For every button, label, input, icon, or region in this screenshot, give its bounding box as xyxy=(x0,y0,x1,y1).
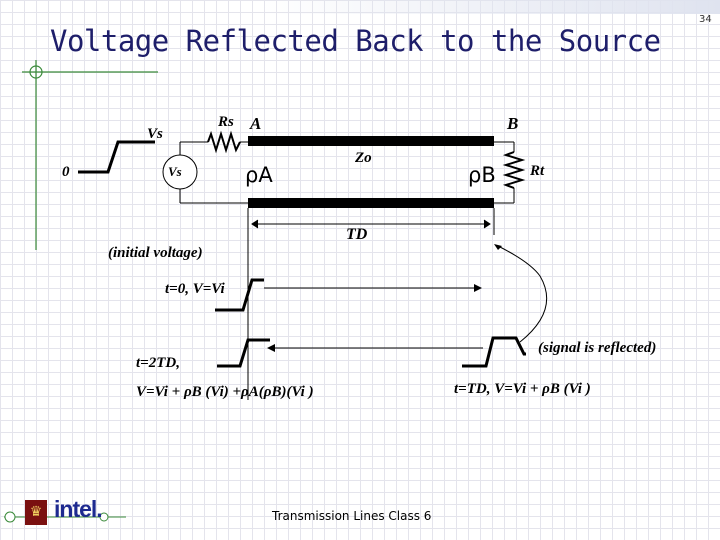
rho-b-label: ρB xyxy=(468,163,496,187)
crest-logo-icon: ♛ xyxy=(25,500,47,525)
transmission-line-top xyxy=(248,136,494,146)
step-source-symbol xyxy=(78,140,155,174)
rt-resistor-symbol xyxy=(502,151,526,189)
v2td-formula: V=Vi + ρB (Vi) +ρA(ρB)(Vi ) xyxy=(136,384,314,400)
voltage-source-circle xyxy=(162,154,198,190)
rt-label: Rt xyxy=(530,163,545,179)
waveform-ttd xyxy=(462,244,548,368)
title-accent-lines xyxy=(22,60,158,250)
footer-text: Transmission Lines Class 6 xyxy=(272,509,432,523)
ttd-formula: t=TD, V=Vi + ρB (Vi ) xyxy=(454,381,591,397)
node-b-label: B xyxy=(507,114,519,133)
circuit-wires xyxy=(179,141,515,204)
waveform-t2td xyxy=(217,338,483,368)
slide-title: Voltage Reflected Back to the Source xyxy=(50,24,661,58)
slide-number: 34 xyxy=(699,14,712,25)
t0-label: t=0, V=Vi xyxy=(165,281,225,297)
td-label: TD xyxy=(346,226,368,243)
node-a-label: A xyxy=(250,114,262,133)
signal-reflected-label: (signal is reflected) xyxy=(538,340,657,356)
rho-a-label: ρA xyxy=(245,163,273,187)
td-dimension-marker xyxy=(247,208,495,400)
zo-label: Zo xyxy=(355,150,372,166)
zero-level-label: 0 xyxy=(62,164,70,180)
intel-logo: intel. xyxy=(54,496,103,522)
initial-voltage-label: (initial voltage) xyxy=(108,245,203,261)
transmission-line-bottom xyxy=(248,198,494,208)
rs-label: Rs xyxy=(218,114,234,130)
rs-resistor-symbol xyxy=(207,130,241,154)
t2td-label: t=2TD, xyxy=(136,355,180,371)
header-band xyxy=(260,0,720,14)
footer-accent-line xyxy=(4,511,126,523)
vs-step-label: Vs xyxy=(147,126,163,142)
waveform-t0 xyxy=(215,278,482,312)
vs-source-label: Vs xyxy=(168,164,182,179)
